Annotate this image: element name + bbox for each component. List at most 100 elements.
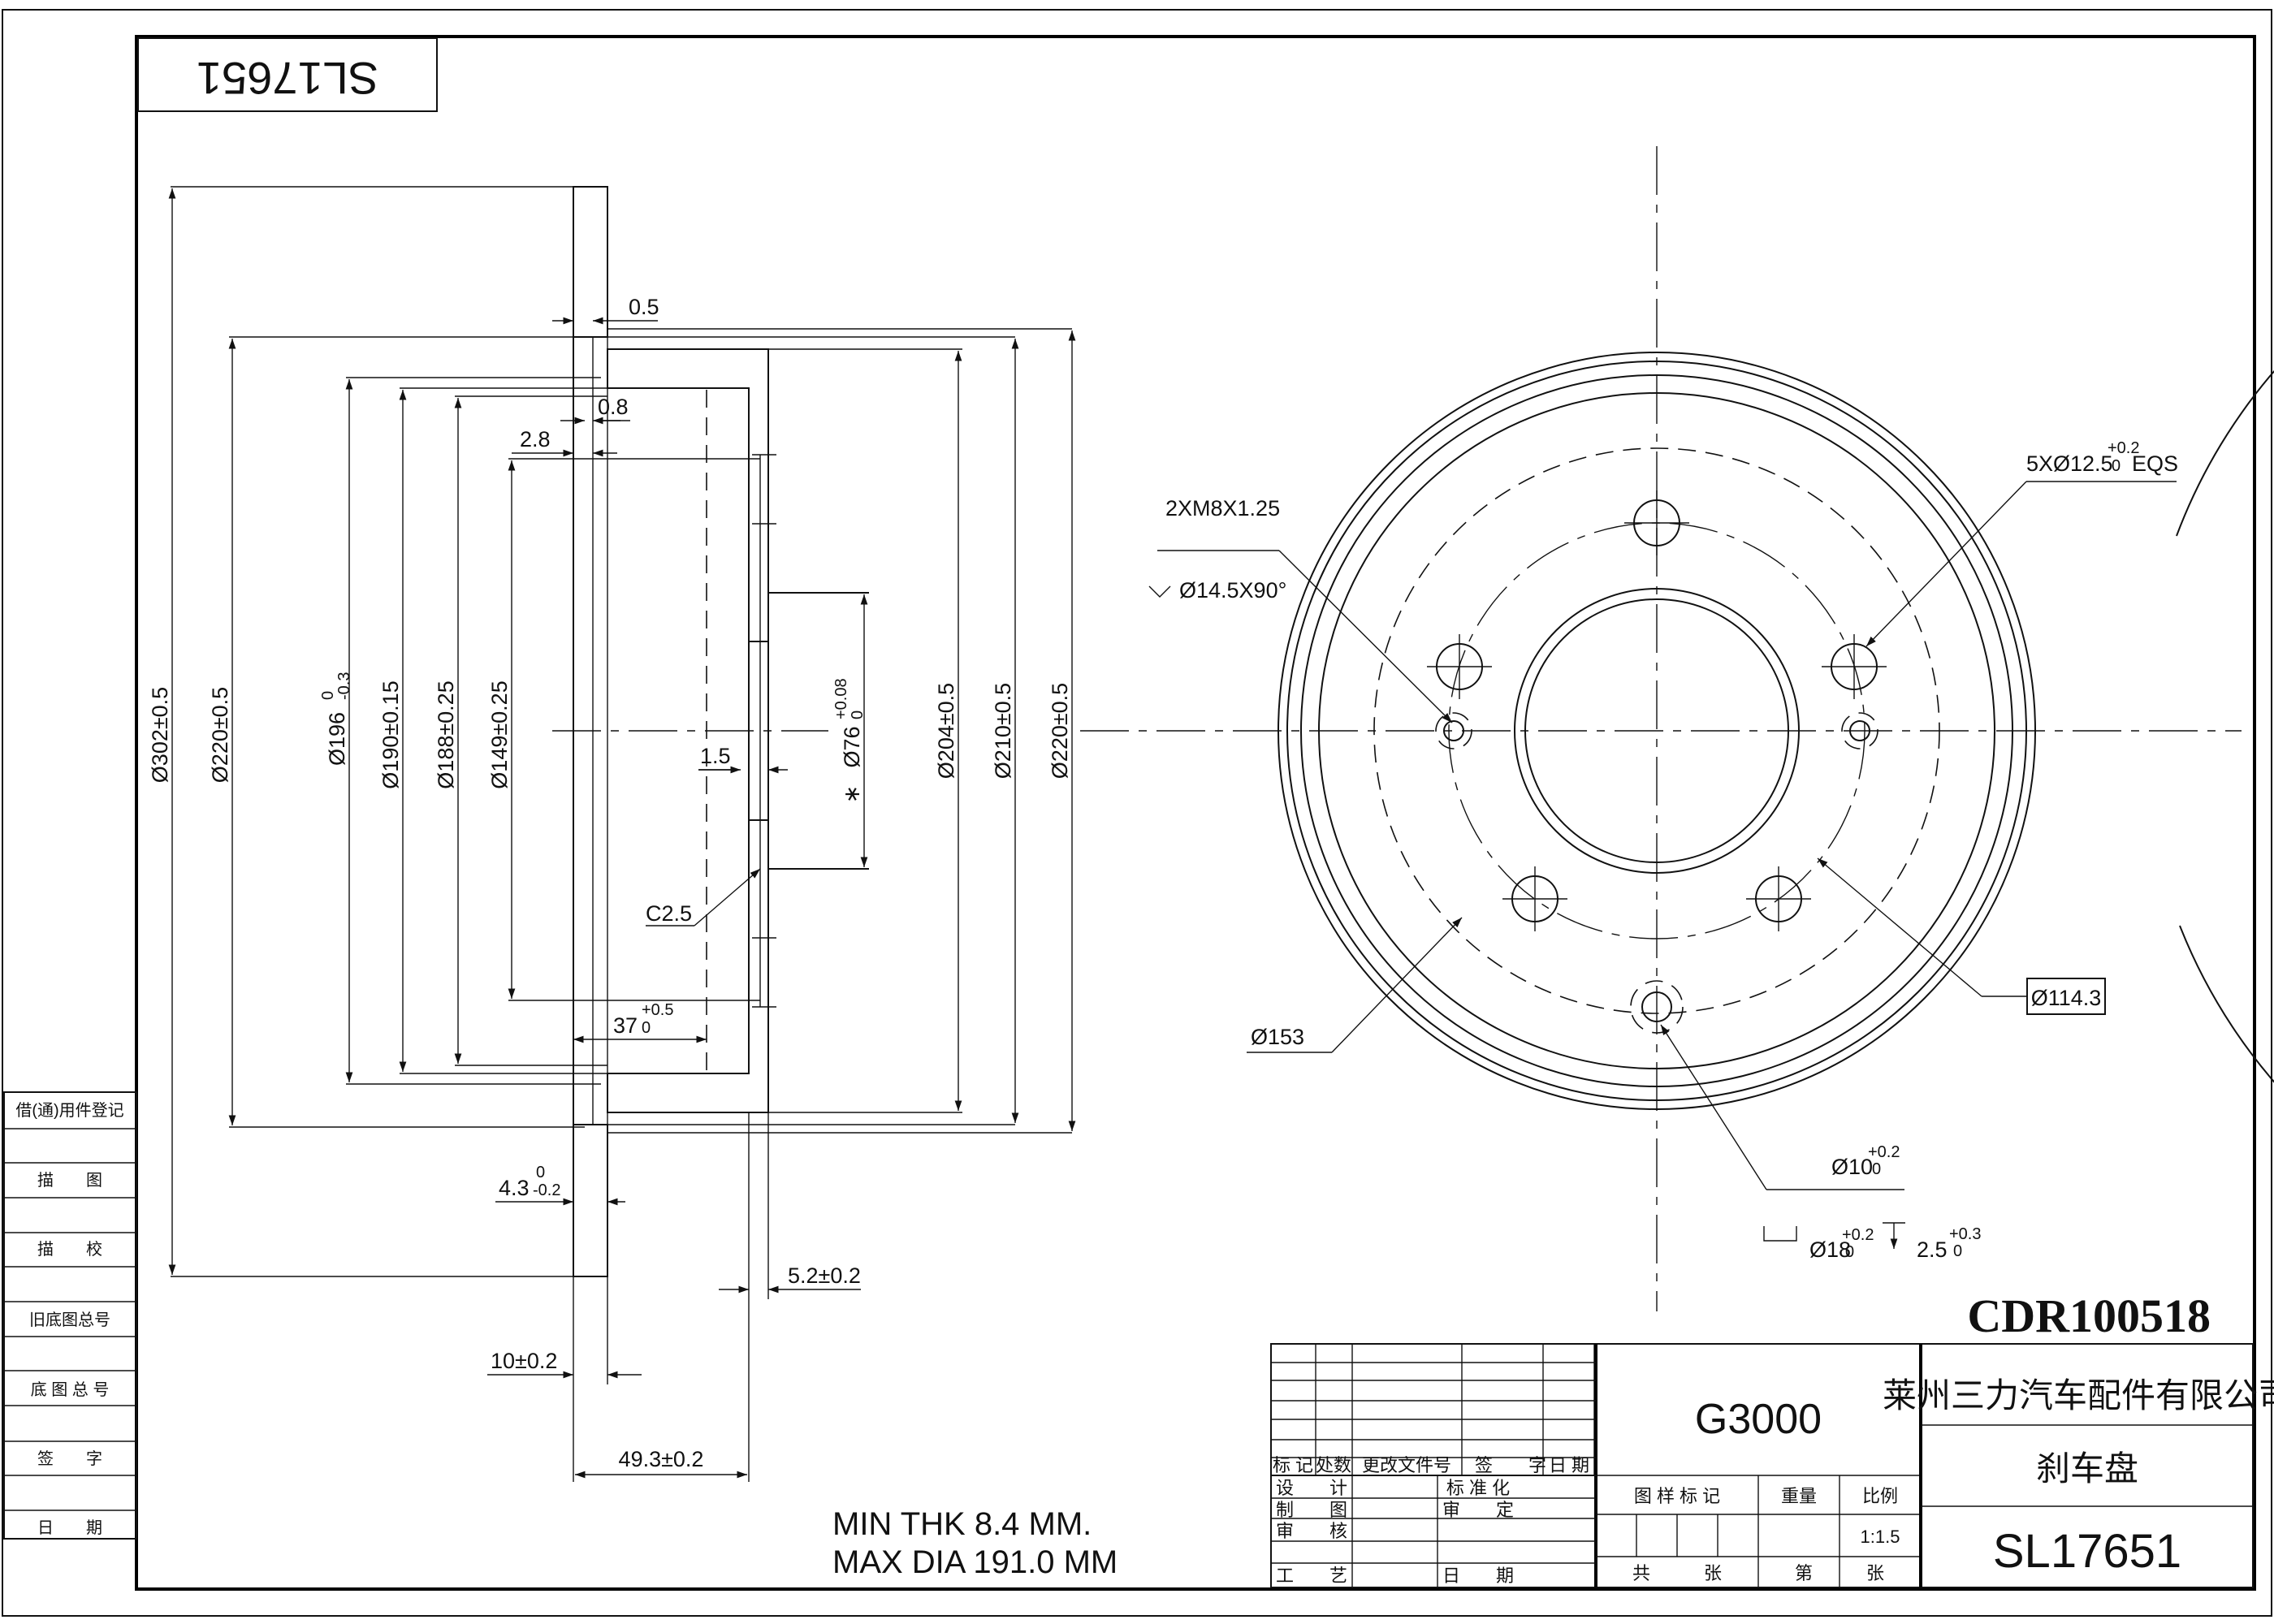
role-standard: 标 准 化 <box>1446 1478 1510 1498</box>
thread-holes <box>1435 712 1878 1034</box>
dim-d196-tol-lo: -0.3 <box>335 672 353 700</box>
company-name: 莱州三力汽车配件有限公司 <box>1883 1378 2274 1415</box>
friction-ring-lower <box>573 1124 608 1277</box>
part-name: 刹车盘 <box>2036 1450 2138 1488</box>
section-view: Ø302±0.5 Ø220±0.5 Ø196 0 -0.3 Ø190±0.15 … <box>148 186 1076 1482</box>
dim-43-tol-lo: -0.2 <box>533 1181 560 1199</box>
scale-value: 1:1.5 <box>1861 1527 1900 1547</box>
dim-37: 37 <box>613 1013 638 1038</box>
rev-header-mark: 标 记 <box>1273 1455 1313 1475</box>
weight-label: 重量 <box>1781 1486 1817 1506</box>
role-process: 工 艺 <box>1276 1566 1347 1586</box>
dim-thread: 2XM8X1.25 <box>1165 496 1280 520</box>
dim-holes: 5XØ12.5 <box>2026 451 2113 476</box>
dim-d10h-tol-lo: 0 <box>1872 1160 1881 1178</box>
dim-d149: Ø149±0.25 <box>487 680 512 788</box>
role-approve: 审 定 <box>1442 1500 1514 1520</box>
dim-d196-tol-up: 0 <box>319 691 337 700</box>
dim-37-tol-lo: 0 <box>642 1019 651 1037</box>
note-min-thickness: MIN THK 8.4 MM. <box>832 1506 1092 1542</box>
dim-d204: Ø204±0.5 <box>934 683 958 779</box>
dim-d76: Ø76 <box>840 726 864 767</box>
lug-hole <box>1746 866 1811 931</box>
dim-holes-suffix: EQS <box>2132 451 2178 476</box>
strip-label-old-base: 旧底图总号 <box>29 1311 110 1329</box>
dim-depth-tol-up: +0.3 <box>1949 1225 1981 1243</box>
left-registration-strip: 借(通)用件登记 描 图 描 校 旧底图总号 底 图 总 号 签 字 日 期 <box>3 1091 137 1540</box>
dim-d188: Ø188±0.25 <box>434 680 458 788</box>
dim-t05: 0.5 <box>629 295 659 319</box>
lug-hole <box>1822 634 1887 699</box>
role-design: 设 计 <box>1276 1478 1347 1498</box>
dim-csink: Ø14.5X90° <box>1179 578 1286 603</box>
dim-d210: Ø210±0.5 <box>991 683 1015 779</box>
inner-frame <box>135 35 2256 1591</box>
dim-d196: Ø196 <box>325 712 349 766</box>
dim-d76-tol-up: +0.08 <box>832 678 850 719</box>
lug-hole <box>1624 490 1689 555</box>
dim-c25: C2.5 <box>646 901 692 926</box>
lug-hole <box>1427 634 1492 699</box>
dim-d153: Ø153 <box>1251 1025 1304 1049</box>
dim-493: 49.3±0.2 <box>619 1447 704 1471</box>
dim-d220-right: Ø220±0.5 <box>1048 683 1072 779</box>
dim-d10h: Ø10 <box>1831 1155 1873 1179</box>
lug-hole <box>1502 866 1567 931</box>
role-draw: 制 图 <box>1276 1500 1347 1520</box>
dim-t28: 2.8 <box>520 427 551 451</box>
front-view <box>1080 146 2274 1311</box>
front-leaders: 2XM8X1.25 Ø14.5X90° 5XØ12.5 +0.2 0 EQS Ø… <box>1148 439 2178 1262</box>
dim-d76-mark: ∗ <box>840 785 864 804</box>
rev-header-date: 日 期 <box>1549 1455 1589 1475</box>
dim-d18-tol-lo: 0 <box>1845 1243 1854 1261</box>
center-bore <box>1514 588 1800 874</box>
hat-section-upper <box>607 348 769 642</box>
strip-label-base-no: 底 图 总 号 <box>31 1380 110 1399</box>
friction-ring-upper <box>573 186 608 338</box>
dim-d18-tol-up: +0.2 <box>1842 1226 1874 1244</box>
catalog-number: CDR100518 <box>1967 1289 2211 1342</box>
strip-label-date: 日 期 <box>37 1519 102 1537</box>
strip-label-trace: 描 图 <box>37 1171 102 1190</box>
dim-t08: 0.8 <box>598 395 629 419</box>
dim-d18: Ø18 <box>1809 1237 1851 1262</box>
role-review: 审 核 <box>1276 1521 1347 1541</box>
rev-header-doc: 更改文件号 <box>1362 1455 1451 1475</box>
strip-label-trace-check: 描 校 <box>37 1240 102 1259</box>
dim-holes-tol-up: +0.2 <box>2108 439 2139 457</box>
rev-header-sign: 签 字 <box>1475 1455 1546 1475</box>
dim-d302: Ø302±0.5 <box>148 687 172 783</box>
title-block: 标 记 处数 更改文件号 签 字 日 期 设 计 制 图 审 核 工 艺 标 准… <box>1270 1343 2274 1588</box>
mirrored-code-box: SL17651 <box>137 37 438 112</box>
dim-d220-left: Ø220±0.5 <box>208 687 232 783</box>
dim-d76-tol-lo: 0 <box>849 710 867 719</box>
mirrored-part-code: SL17651 <box>197 53 378 104</box>
outer-border <box>2 9 2272 1617</box>
dim-d1143: Ø114.3 <box>2031 986 2102 1010</box>
drawing-number: SL17651 <box>1993 1525 2181 1578</box>
rev-header-count: 处数 <box>1316 1455 1351 1475</box>
dim-10: 10±0.2 <box>491 1349 557 1373</box>
stage-label: 图 样 标 记 <box>1634 1486 1720 1506</box>
hat-section-lower <box>607 819 769 1113</box>
sheet-number: 第 张 <box>1795 1563 1884 1583</box>
dim-43: 4.3 <box>499 1176 530 1200</box>
role-date: 日 期 <box>1442 1566 1514 1586</box>
dim-52: 5.2±0.2 <box>788 1263 861 1288</box>
dim-depth: 2.5 <box>1917 1237 1948 1262</box>
dim-37-tol-up: +0.5 <box>642 1001 673 1019</box>
dim-43-tol-up: 0 <box>536 1164 545 1181</box>
lug-holes <box>1427 490 1887 931</box>
note-max-diameter: MAX DIA 191.0 MM <box>832 1544 1118 1580</box>
dim-t15: 1.5 <box>700 744 731 768</box>
dim-d10h-tol-up: +0.2 <box>1868 1143 1900 1161</box>
strip-label-sign: 签 字 <box>37 1449 102 1468</box>
dim-depth-tol-lo: 0 <box>1953 1242 1962 1260</box>
dim-holes-tol-lo: 0 <box>2112 457 2121 475</box>
sheets-total: 共 张 <box>1632 1563 1722 1583</box>
scale-label: 比例 <box>1862 1486 1898 1506</box>
friction-ring-outer <box>1278 352 2036 1110</box>
strip-label-register: 借(通)用件登记 <box>15 1101 123 1120</box>
material: G3000 <box>1695 1396 1822 1443</box>
